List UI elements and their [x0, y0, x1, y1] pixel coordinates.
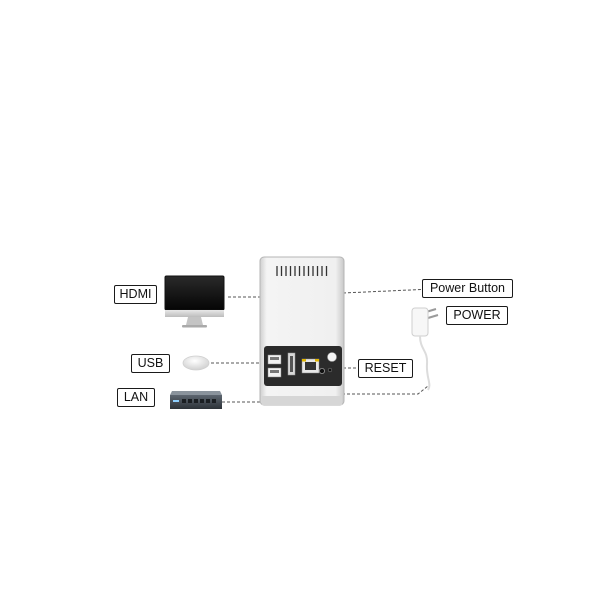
monitor-icon: [164, 275, 225, 328]
nas-device-icon: [259, 256, 345, 406]
hdmi-label: HDMI: [114, 285, 157, 304]
power-button-label: Power Button: [422, 279, 513, 298]
network-switch-icon: [170, 391, 222, 409]
power-button-icon: [327, 352, 337, 362]
mouse-icon: [182, 355, 210, 371]
reset-hole-icon: [327, 367, 333, 373]
vent-slots: [276, 266, 328, 276]
power-button-line: [342, 288, 433, 294]
power-label: POWER: [446, 306, 508, 325]
reset-label: RESET: [358, 359, 413, 378]
lan-label: LAN: [117, 388, 155, 407]
dc-jack-icon: [318, 367, 325, 374]
power-adapter-icon: [411, 307, 439, 391]
usb-label: USB: [131, 354, 170, 373]
